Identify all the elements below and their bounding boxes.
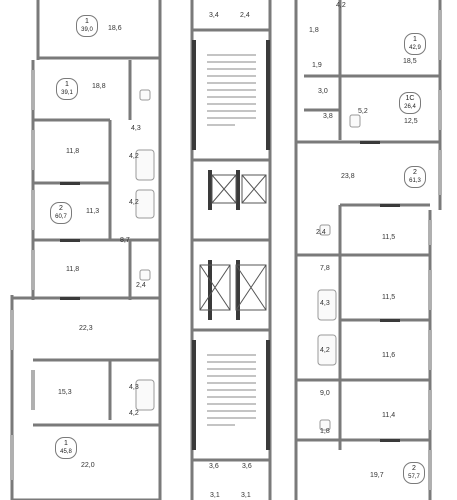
room-area-label: 4,3 xyxy=(129,384,139,391)
room-area-label: 2,4 xyxy=(136,282,146,289)
room-area-label: 3,6 xyxy=(209,463,219,470)
room-area-label: 1,8 xyxy=(309,27,319,34)
apartment-rooms: 1 xyxy=(64,440,68,447)
apartment-rooms: 1 xyxy=(413,36,417,43)
apartment-area: 42,9 xyxy=(409,45,421,51)
apartment-rooms: 2 xyxy=(59,205,63,212)
apartment-area: 39,0 xyxy=(81,27,93,33)
room-area-label: 11,5 xyxy=(382,234,396,241)
room-area-label: 2,4 xyxy=(240,12,250,19)
room-area-label: 12,5 xyxy=(404,118,418,125)
apartment-tag: 2 61,3 xyxy=(404,166,426,188)
room-area-label: 11,8 xyxy=(66,266,80,273)
room-area-label: 1,9 xyxy=(312,62,322,69)
room-area-label: 4,2 xyxy=(129,199,139,206)
room-area-label: 8,7 xyxy=(120,237,130,244)
apartment-tag: 2 57,7 xyxy=(403,462,425,484)
room-area-label: 4,2 xyxy=(336,2,346,9)
room-area-label: 18,5 xyxy=(403,58,417,65)
room-area-label: 19,7 xyxy=(370,472,384,479)
apartment-tag: 1 39,1 xyxy=(56,78,78,100)
room-area-label: 1,8 xyxy=(320,428,330,435)
apartment-area: 61,3 xyxy=(409,178,421,184)
apartment-rooms: 2 xyxy=(413,169,417,176)
room-area-label: 11,6 xyxy=(382,352,396,359)
apartment-tag: 1 42,9 xyxy=(404,33,426,55)
apartment-tag: 1 45,8 xyxy=(55,437,77,459)
room-area-label: 18,6 xyxy=(108,25,122,32)
room-area-label: 11,3 xyxy=(86,208,100,215)
room-area-label: 11,4 xyxy=(382,412,396,419)
apartment-rooms: 1С xyxy=(405,95,415,102)
room-area-label: 3,6 xyxy=(242,463,252,470)
room-area-label: 4,2 xyxy=(320,347,330,354)
room-area-label: 18,8 xyxy=(92,83,106,90)
room-area-label: 23,8 xyxy=(341,173,355,180)
room-area-label: 4,2 xyxy=(129,410,139,417)
room-area-label: 5,2 xyxy=(358,108,368,115)
room-area-label: 22,0 xyxy=(81,462,95,469)
room-area-label: 4,2 xyxy=(129,153,139,160)
room-area-label: 3,1 xyxy=(241,492,251,499)
room-area-label: 3,8 xyxy=(323,113,333,120)
room-area-label: 3,4 xyxy=(209,12,219,19)
apartment-area: 26,4 xyxy=(404,104,416,110)
room-area-label: 7,8 xyxy=(320,265,330,272)
apartment-area: 45,8 xyxy=(60,449,72,455)
apartment-rooms: 2 xyxy=(412,465,416,472)
room-area-label: 22,3 xyxy=(79,325,93,332)
room-area-label: 9,0 xyxy=(320,390,330,397)
room-area-label: 11,8 xyxy=(66,148,80,155)
apartment-rooms: 1 xyxy=(85,18,89,25)
room-area-label: 2,4 xyxy=(316,229,326,236)
room-area-label: 3,1 xyxy=(210,492,220,499)
room-area-label: 15,3 xyxy=(58,389,72,396)
room-area-label: 4,3 xyxy=(320,300,330,307)
room-area-label: 11,5 xyxy=(382,294,396,301)
apartment-tag: 1С 26,4 xyxy=(399,92,421,114)
apartment-area: 39,1 xyxy=(61,90,73,96)
room-area-label: 3,0 xyxy=(318,88,328,95)
apartment-area: 60,7 xyxy=(55,214,67,220)
apartment-rooms: 1 xyxy=(65,81,69,88)
apartment-area: 57,7 xyxy=(408,474,420,480)
apartment-tag: 2 60,7 xyxy=(50,202,72,224)
room-area-label: 4,3 xyxy=(131,125,141,132)
apartment-tag: 1 39,0 xyxy=(76,15,98,37)
